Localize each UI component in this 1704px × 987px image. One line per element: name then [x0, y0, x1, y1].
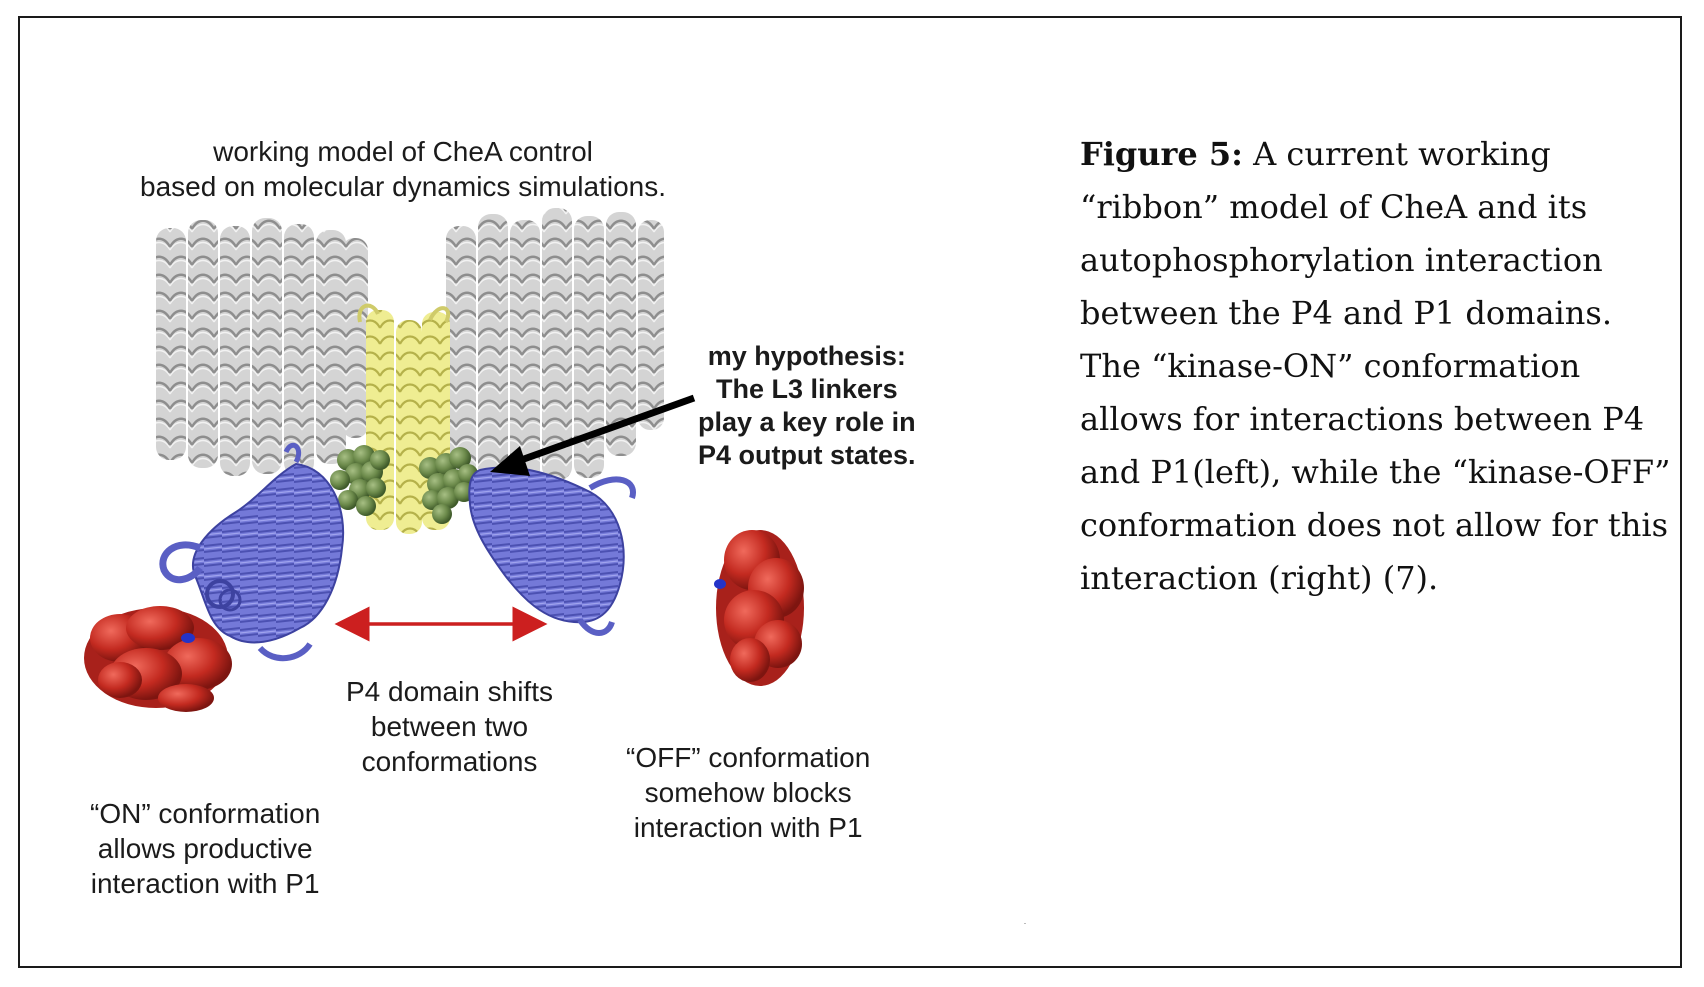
domain-shift-label: P4 domain shifts between two conformatio…	[346, 674, 553, 779]
protein-model-figure: working model of CheA control based on m…	[60, 108, 1020, 928]
off-label-line-3: interaction with P1	[633, 812, 863, 843]
on-label-line-2: allows productive	[97, 833, 313, 864]
right-receptor-helix-bundle	[446, 208, 664, 490]
p4-domain-left-on	[159, 442, 345, 662]
model-title-line-2: based on molecular dynamics simulations.	[140, 171, 667, 202]
figure-caption-label: Figure 5:	[1080, 135, 1243, 173]
left-receptor-helix-bundle	[156, 218, 368, 476]
on-label-line-1: “ON” conformation	[90, 798, 321, 829]
p1-domain-right	[714, 530, 804, 686]
l3-linker-spheres-left	[330, 445, 390, 516]
domain-shift-line-1: P4 domain shifts	[346, 676, 553, 707]
off-conformation-label: “OFF” conformation somehow blocks intera…	[626, 740, 870, 845]
on-conformation-label: “ON” conformation allows productive inte…	[90, 796, 320, 901]
hypothesis-line-1: my hypothesis:	[707, 341, 906, 371]
hypothesis-line-3: play a key role in	[698, 407, 916, 437]
stray-mark	[1024, 923, 1026, 924]
hypothesis-arrow	[490, 394, 696, 476]
figure-frame: working model of CheA control based on m…	[18, 16, 1682, 968]
figure-caption-text: A current working “ribbon” model of CheA…	[1080, 135, 1671, 597]
domain-shift-line-3: conformations	[361, 746, 538, 777]
domain-shift-line-2: between two	[370, 711, 529, 742]
p4-domain-right-off	[468, 458, 636, 636]
off-label-line-2: somehow blocks	[644, 777, 852, 808]
hypothesis-label: my hypothesis: The L3 linkers play a key…	[698, 340, 916, 472]
figure-caption: Figure 5: A current working “ribbon” mod…	[1080, 128, 1680, 605]
on-label-line-3: interaction with P1	[90, 868, 320, 899]
model-title: working model of CheA control based on m…	[140, 134, 666, 204]
protein-model-illustration	[84, 208, 804, 712]
model-title-line-1: working model of CheA control	[213, 136, 593, 167]
off-label-line-1: “OFF” conformation	[626, 742, 871, 773]
hypothesis-line-4: P4 output states.	[698, 440, 916, 470]
hypothesis-line-2: The L3 linkers	[716, 374, 898, 404]
p1-domain-left	[84, 606, 232, 712]
